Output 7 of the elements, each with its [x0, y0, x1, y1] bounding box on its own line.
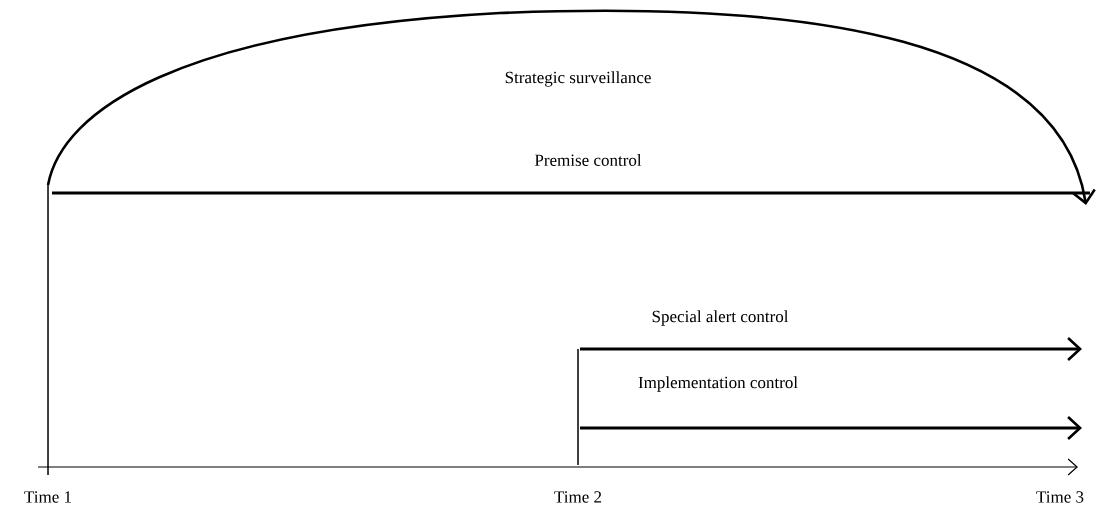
time-label: Time 2 [554, 491, 602, 503]
time-label: Time 1 [24, 491, 71, 503]
span-label: Implementation control [638, 376, 798, 392]
span-label: Premise control [534, 154, 642, 166]
time-label: Time 3 [1036, 491, 1084, 503]
span-label: Strategic surveillance [505, 71, 651, 87]
span-label: Special alert control [652, 310, 789, 326]
